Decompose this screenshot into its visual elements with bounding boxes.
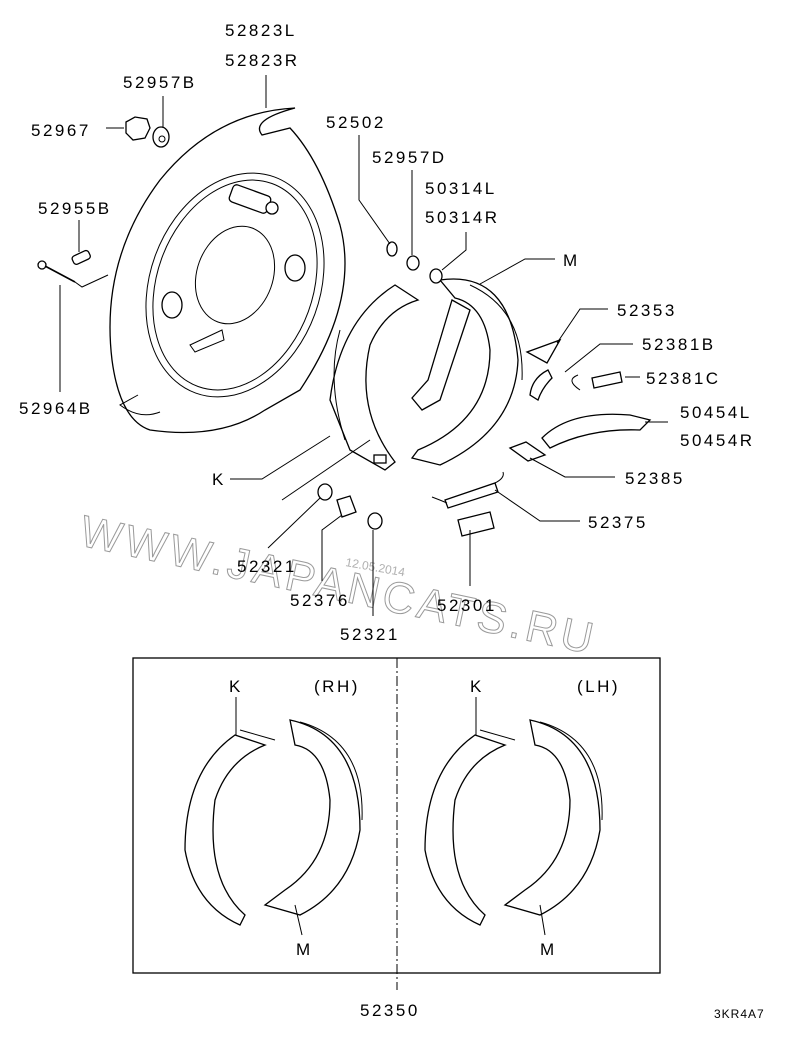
- part-label-52350[interactable]: 52350: [360, 1001, 420, 1020]
- part-label-52502[interactable]: 52502: [326, 113, 386, 132]
- part-label-52321-a[interactable]: 52321: [237, 557, 297, 576]
- small-parts-drawing: [317, 241, 652, 537]
- part-label-52823R[interactable]: 52823R: [225, 51, 300, 70]
- kit-rh-side-label: (RH): [314, 677, 360, 696]
- part-label-52353[interactable]: 52353: [617, 301, 677, 320]
- part-label-M[interactable]: M: [563, 251, 580, 270]
- shoe-kit-box: [132, 657, 661, 990]
- part-label-52957B[interactable]: 52957B: [123, 73, 197, 92]
- part-label-52376[interactable]: 52376: [290, 591, 350, 610]
- backing-plate-drawing: [109, 107, 346, 434]
- part-label-50314L[interactable]: 50314L: [425, 179, 497, 198]
- part-label-K[interactable]: K: [212, 470, 226, 489]
- part-label-52964B[interactable]: 52964B: [19, 399, 93, 418]
- diagram-code: 3KR4A7: [714, 1007, 765, 1021]
- part-label-52301[interactable]: 52301: [437, 596, 497, 615]
- part-label-52381B[interactable]: 52381B: [642, 335, 716, 354]
- kit-lh-side-label: (LH): [577, 677, 620, 696]
- part-label-52967[interactable]: 52967: [31, 121, 91, 140]
- part-label-52321-b[interactable]: 52321: [340, 625, 400, 644]
- part-label-50314R[interactable]: 50314R: [425, 208, 500, 227]
- part-label-50454L[interactable]: 50454L: [680, 403, 752, 422]
- brake-shoe-m-drawing: [410, 268, 523, 466]
- part-label-50454R[interactable]: 50454R: [680, 431, 755, 450]
- kit-lh-shoe-k-label[interactable]: K: [470, 677, 484, 696]
- watermark: WWW.JAPANCATS.RU: [76, 507, 601, 664]
- part-label-52823L[interactable]: 52823L: [225, 21, 297, 40]
- kit-lh-shoe-m-label[interactable]: M: [540, 940, 557, 959]
- kit-rh-shoe-k-label[interactable]: K: [229, 677, 243, 696]
- part-label-52381C[interactable]: 52381C: [646, 369, 721, 388]
- part-label-52955B[interactable]: 52955B: [38, 199, 112, 218]
- part-label-52385[interactable]: 52385: [625, 469, 685, 488]
- bolt-drawing: [37, 249, 109, 288]
- kit-rh-shoe-m-label[interactable]: M: [296, 940, 313, 959]
- part-label-52375[interactable]: 52375: [588, 513, 648, 532]
- part-label-52957D[interactable]: 52957D: [372, 148, 447, 167]
- brake-shoe-k-drawing: [329, 284, 420, 471]
- nut-and-washer-drawing: [125, 116, 170, 148]
- leader-lines: [59, 75, 668, 616]
